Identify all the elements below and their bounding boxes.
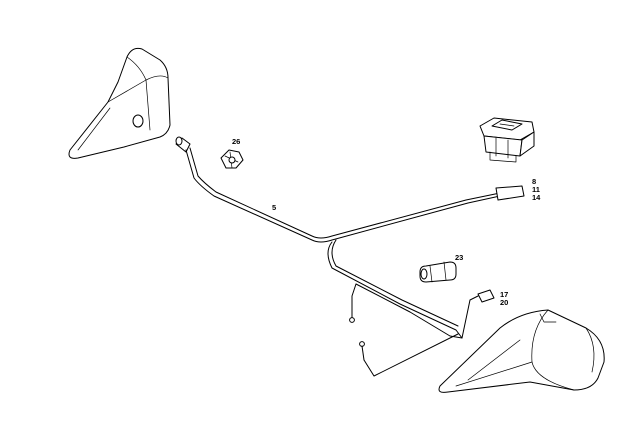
mirror-switch[interactable]: [479, 117, 535, 163]
part-23-bracket[interactable]: [419, 261, 457, 283]
harness-connector-8-11-14[interactable]: [495, 185, 525, 201]
wiring-harness[interactable]: [185, 147, 501, 377]
part-17-20-connector[interactable]: [477, 289, 495, 303]
callout-23: 23: [455, 253, 463, 262]
callout-14: 14: [532, 193, 541, 202]
right-mirror[interactable]: [438, 309, 605, 393]
callout-8: 8: [532, 177, 536, 186]
part-26-clip[interactable]: [220, 149, 244, 169]
callout-5: 5: [272, 203, 276, 212]
mirror-connector[interactable]: [175, 136, 191, 153]
callout-11: 11: [532, 185, 540, 194]
callout-20: 20: [500, 298, 508, 307]
harness-end-terminals[interactable]: [349, 317, 365, 361]
left-mirror[interactable]: [68, 47, 171, 159]
callout-17: 17: [500, 290, 508, 299]
callout-26: 26: [232, 137, 240, 146]
